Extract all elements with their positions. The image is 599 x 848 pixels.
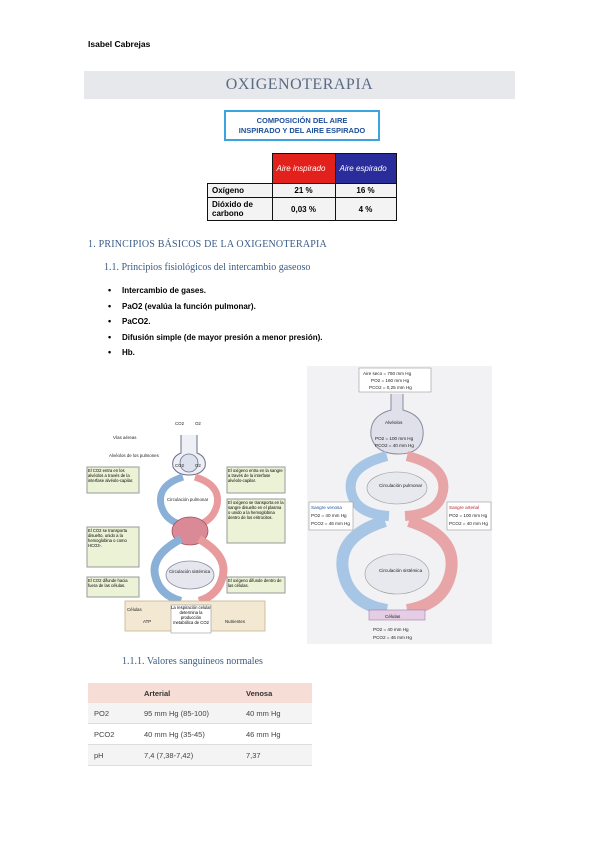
note-right-3: El oxígeno difunde dentro de las células… [228, 578, 282, 588]
air-composition-table: Aire inspirado Aire espirado Oxígeno 21 … [207, 153, 397, 221]
note-left-1: El CO2 entra en los alvéolos a través de… [88, 468, 134, 483]
cell-value: 0,03 % [271, 197, 336, 221]
page-title: OXIGENOTERAPIA [225, 76, 374, 93]
section-heading-1-1: 1.1. Principios fisiológicos del interca… [104, 262, 311, 273]
venosa-pco2: PCO2 = 46 mm Hg [311, 521, 350, 526]
left-o2-mid: O2 [195, 463, 201, 468]
venosa-title: Sangre venosa [311, 505, 342, 510]
list-item: PaCO2. [108, 316, 322, 333]
top-pco2: PCO2 = 0,25 mm Hg [369, 385, 412, 390]
top-po2: PO2 = 160 mm Hg [371, 378, 410, 383]
air-composition-caption: COMPOSICIÓN DEL AIRE INSPIRADO Y DEL AIR… [224, 110, 380, 141]
right-circ-pulmonar: Circulación pulmonar [379, 483, 423, 488]
note-right-2: El oxígeno se transporta en la sangre di… [228, 500, 284, 520]
list-item: Hb. [108, 347, 322, 364]
atp-label: ATP [143, 619, 151, 624]
alv-po2: PO2 = 100 mm Hg [375, 436, 414, 441]
left-o2-top: O2 [195, 421, 201, 426]
blood-header-venosa: Venosa [240, 683, 312, 703]
cell-value: 16 % [334, 183, 397, 198]
table-header-espirado: Aire espirado [334, 153, 397, 184]
caption-line-1: COMPOSICIÓN DEL AIRE [256, 116, 348, 125]
table-row: pH 7,4 (7,38-7,42) 7,37 [88, 744, 312, 766]
venosa-po2: PO2 = 40 mm Hg [311, 513, 347, 518]
bottom-po2: PO2 = 40 mm Hg [373, 627, 409, 632]
bottom-pco2: PCO2 = 46 mm Hg [373, 635, 412, 640]
list-item: PaO2 (evalúa la función pulmonar). [108, 301, 322, 318]
gas-exchange-diagram-right: Aire seco = 760 mm Hg PO2 = 160 mm Hg PC… [307, 366, 492, 644]
row-label: PO2 [88, 703, 138, 724]
caption-line-2: INSPIRADO Y DEL AIRE ESPIRADO [238, 126, 366, 135]
title-banner [84, 71, 515, 99]
left-co2-top: CO2 [175, 421, 185, 426]
circ-pulmonar-label: Circulación pulmonar [167, 497, 209, 502]
cell-value: 46 mm Hg [240, 723, 312, 745]
author-name: Isabel Cabrejas [88, 39, 151, 49]
cell-value: 21 % [271, 183, 336, 198]
right-alveolos-label: Alvéolos [385, 420, 403, 425]
celulas-label: Células [127, 607, 142, 612]
table-row: PCO2 40 mm Hg (35-45) 46 mm Hg [88, 723, 312, 745]
alveolos-label: Alvéolos de los pulmones [109, 453, 160, 458]
cell-value: 7,4 (7,38-7,42) [138, 744, 240, 766]
table-header-empty [207, 153, 273, 184]
cell-value: 7,37 [240, 744, 312, 766]
blood-header-arterial: Arterial [138, 683, 240, 703]
cell-value: 4 % [334, 197, 397, 221]
arterial-pco2: PCO2 = 40 mm Hg [449, 521, 488, 526]
right-circ-sistemica: Circulación sistémica [379, 568, 423, 573]
table-row: Dióxido de carbono 0,03 % 4 % [207, 197, 397, 221]
right-celulas: Células [385, 614, 401, 619]
alv-pco2: PCO2 = 40 mm Hg [375, 443, 414, 448]
cell-value: 40 mm Hg (35-45) [138, 723, 240, 745]
gas-exchange-diagram-left: CO2 O2 Vías aéreas Alvéolos de los pulmo… [85, 415, 297, 645]
list-item: Intercambio de gases. [108, 285, 322, 302]
table-header-inspirado: Aire inspirado [271, 153, 336, 184]
arterial-po2: PO2 = 100 mm Hg [449, 513, 488, 518]
circ-sistemica-label: Circulación sistémica [169, 569, 211, 574]
vias-aereas-label: Vías aéreas [113, 435, 137, 440]
cell-value: 40 mm Hg [240, 703, 312, 724]
note-left-3: El CO2 difunde hacia fuera de las célula… [88, 578, 128, 588]
row-label: PCO2 [88, 723, 138, 745]
section-heading-1: 1. PRINCIPIOS BÁSICOS DE LA OXIGENOTERAP… [88, 239, 327, 250]
aire-seco-text: Aire seco = 760 mm Hg [363, 371, 412, 376]
cell-value: 95 mm Hg (85-100) [138, 703, 240, 724]
row-label-co2: Dióxido de carbono [207, 197, 273, 221]
resp-celular-text: La respiración celular determina la prod… [171, 605, 211, 625]
note-right-1: El oxígeno entra en la sangre a través d… [228, 468, 283, 483]
row-label-oxigeno: Oxígeno [207, 183, 273, 198]
table-row: Oxígeno 21 % 16 % [207, 183, 397, 198]
left-co2-mid: CO2 [175, 463, 185, 468]
row-label: pH [88, 744, 138, 766]
nutrientes-label: Nutrientes [225, 619, 246, 624]
blood-header-empty [88, 683, 138, 703]
arterial-title: Sangre arterial [449, 505, 479, 510]
blood-values-table: Arterial Venosa PO2 95 mm Hg (85-100) 40… [88, 683, 312, 766]
note-left-2: El CO2 se transporta disuelto, unido a l… [88, 528, 128, 548]
bullet-list: Intercambio de gases. PaO2 (evalúa la fu… [108, 285, 322, 364]
table-row: PO2 95 mm Hg (85-100) 40 mm Hg [88, 703, 312, 724]
list-item: Difusión simple (de mayor presión a meno… [108, 332, 322, 349]
section-heading-1-1-1: 1.1.1. Valores sanguíneos normales [122, 656, 263, 667]
